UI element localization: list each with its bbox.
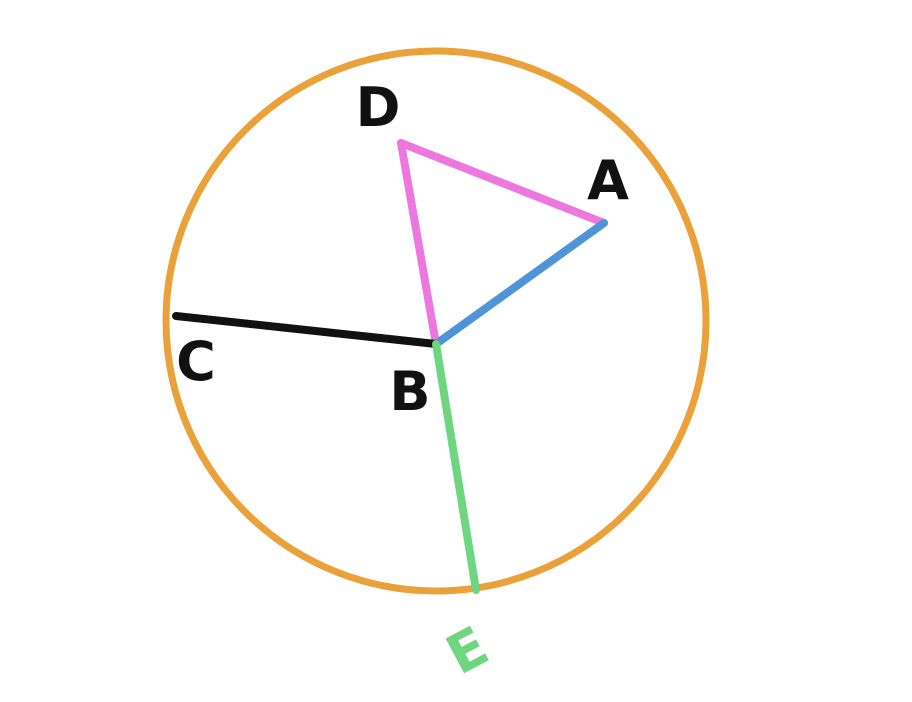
label-B: B [389,360,430,423]
label-A: A [587,149,629,212]
segment-BE [432,340,480,594]
label-D: D [356,76,401,139]
segment-CB [172,312,440,348]
label-C: C [176,330,216,393]
segment-DA [397,139,608,227]
label-E: E [436,614,498,687]
circle [162,47,710,595]
segment-DB [397,139,440,348]
segment-AB [432,219,608,348]
